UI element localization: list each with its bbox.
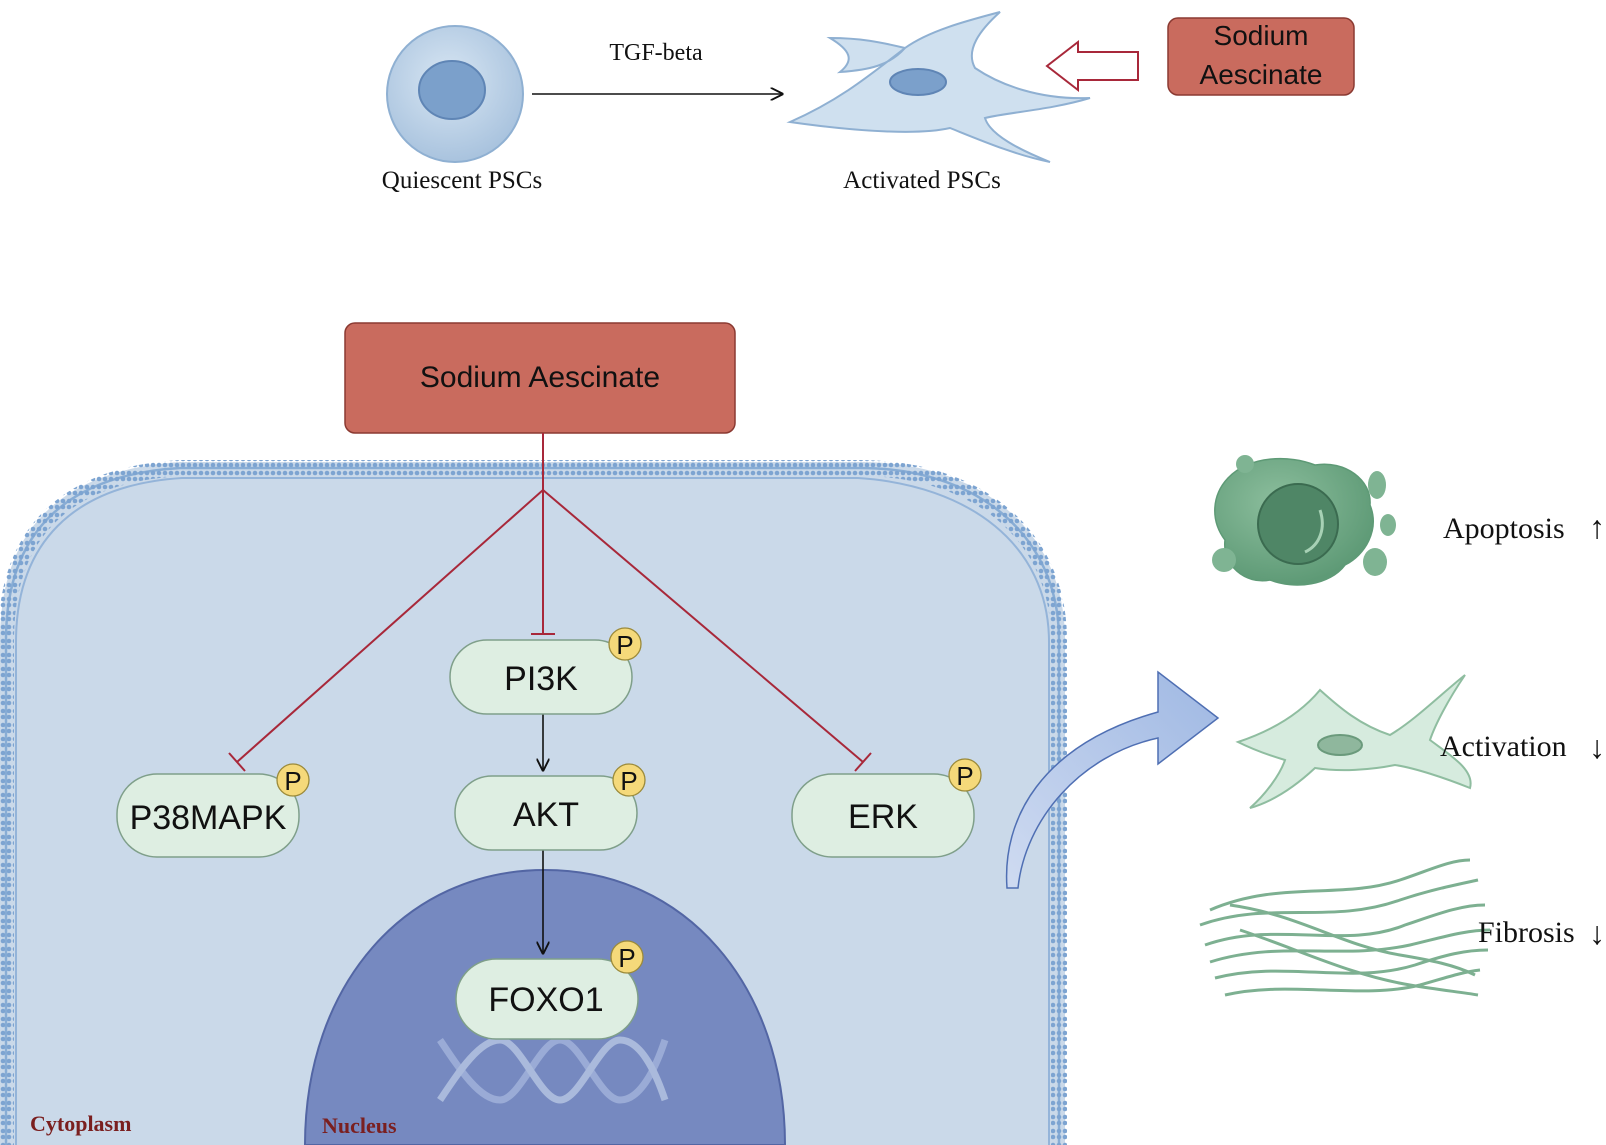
node-p38mapk: P38MAPK (116, 773, 300, 858)
drug-box-top (1167, 17, 1355, 96)
phospho-badge-erk: P (948, 758, 982, 792)
drug-box-main (344, 322, 736, 434)
inhibition-lines (228, 433, 872, 772)
node-foxo1: FOXO1 (455, 958, 639, 1040)
svg-text:P: P (616, 630, 633, 660)
svg-text:P: P (284, 766, 301, 796)
outcome-curved-arrow (1005, 670, 1220, 889)
quiescent-label: Quiescent PSCs (382, 167, 542, 194)
cytoplasm-label: Cytoplasm (30, 1111, 131, 1136)
drug-main-label: Sodium Aescinate (420, 361, 660, 394)
phospho-badge-akt: P (612, 763, 646, 797)
activated-psc-cell (786, 11, 1091, 163)
activated-cell-green-icon (1235, 674, 1472, 809)
svg-text:P38MAPK: P38MAPK (130, 799, 287, 837)
phospho-badge-pi3k: P (608, 627, 642, 661)
svg-text:PI3K: PI3K (504, 660, 578, 698)
drug-hollow-arrow (1045, 39, 1139, 93)
node-pi3k: PI3K (449, 639, 633, 715)
apoptosis-up-arrow: ↑ (1589, 509, 1605, 545)
activated-label: Activated PSCs (843, 167, 1001, 194)
dna-helix-icon (437, 1036, 669, 1104)
svg-text:P: P (618, 943, 635, 973)
svg-text:AKT: AKT (513, 796, 579, 834)
drug-top-line2: Aescinate (1200, 59, 1323, 90)
fibrosis-down-arrow: ↓ (1589, 915, 1605, 951)
svg-text:FOXO1: FOXO1 (488, 981, 603, 1019)
phospho-badge-foxo1: P (610, 940, 644, 974)
quiescent-psc-cell (386, 25, 524, 163)
activation-down-arrow: ↓ (1589, 729, 1605, 765)
nucleus-label: Nucleus (322, 1113, 397, 1138)
fibrosis-fibers-icon (1199, 858, 1491, 997)
apoptosis-label: Apoptosis (1443, 512, 1565, 545)
svg-text:ERK: ERK (848, 798, 918, 836)
phospho-badge-p38mapk: P (276, 763, 310, 797)
node-erk: ERK (791, 773, 975, 858)
svg-text:P: P (956, 761, 973, 791)
node-akt: AKT (454, 775, 638, 851)
activation-label: Activation (1440, 730, 1567, 763)
tgf-beta-label: TGF-beta (609, 40, 703, 66)
apoptotic-cell-icon (1212, 455, 1396, 586)
fibrosis-label: Fibrosis (1478, 916, 1575, 949)
svg-text:P: P (620, 766, 637, 796)
drug-top-line1: Sodium (1214, 20, 1309, 51)
